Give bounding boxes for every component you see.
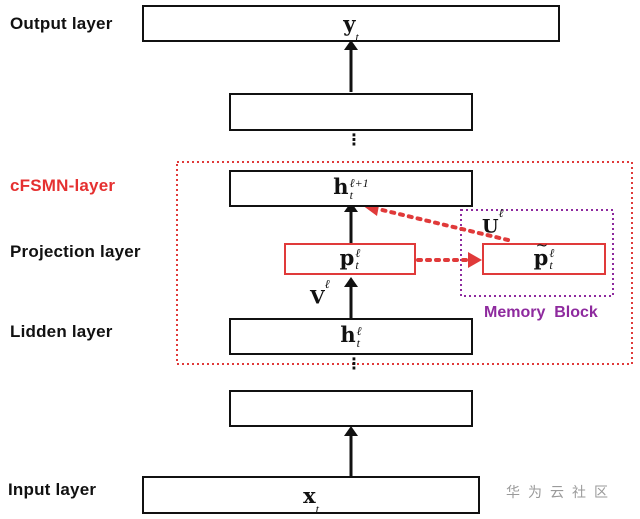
u-weight-label: Uℓ: [482, 206, 504, 238]
cfsmn-region: [176, 161, 633, 365]
red-arrow-memory-to-cfsmn: [376, 207, 510, 242]
watermark-text: 华为云社区: [506, 485, 616, 501]
v-weight-label: Vℓ: [310, 277, 330, 309]
output-layer-box: yt: [142, 5, 560, 45]
input-layer-box: xt: [142, 476, 480, 516]
arrow-head-cfsmn: [344, 202, 358, 212]
input-symbol: xt: [303, 482, 319, 516]
arrow-head-projection: [344, 277, 358, 287]
memory-block-label: Memory Block: [484, 304, 598, 321]
output-symbol: yt: [343, 11, 359, 45]
output-layer-label: Output layer: [10, 14, 113, 33]
input-layer-label: Input layer: [8, 480, 97, 499]
dots-lower: ⋮: [346, 354, 362, 373]
projection-layer-label: Projection layer: [10, 242, 141, 261]
red-arrow-head-memory: [468, 252, 482, 268]
hidden-layer-label: Lidden layer: [10, 322, 113, 341]
lower-hidden-layer-box: [229, 390, 473, 427]
cfsmn-layer-label: cFSMN-layer: [10, 176, 116, 195]
memory-block-region: [460, 209, 614, 297]
arrow-head-output: [344, 40, 358, 50]
arrow-head-lower: [344, 426, 358, 436]
dots-upper: ⋮: [346, 130, 362, 149]
upper-hidden-layer-box: [229, 93, 473, 131]
